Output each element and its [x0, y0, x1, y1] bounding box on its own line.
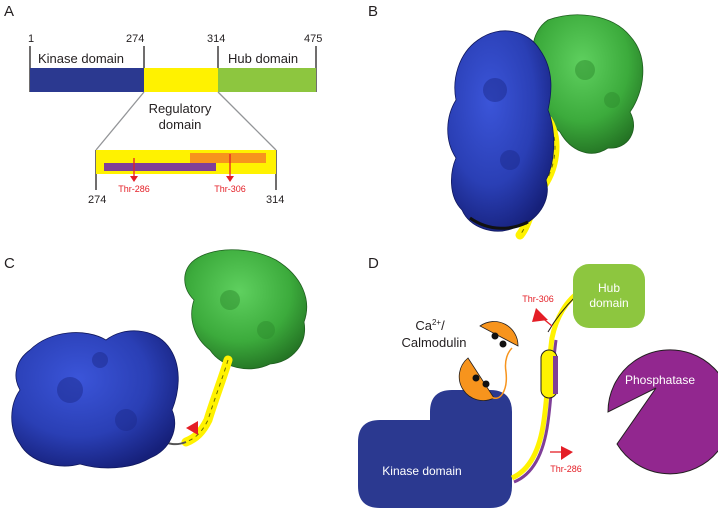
panel-d: D Kinase domain Hub domain Thr-306 Thr-2… [358, 255, 718, 508]
calmodulin-label: Ca2+/ [415, 318, 445, 333]
site-thr306-label: Thr-306 [214, 184, 246, 194]
zoom-start-label: 274 [88, 194, 106, 206]
hub-domain-label-d: Hub [598, 281, 620, 295]
panel-label-b: B [368, 3, 378, 20]
panel-b: B [368, 3, 644, 240]
panel-label-c: C [4, 255, 15, 272]
kinase-domain-bar [30, 68, 144, 92]
regulatory-domain-label: Regulatory [149, 101, 212, 116]
panel-label-a: A [4, 3, 14, 20]
hub-domain-bar [218, 68, 316, 92]
regulatory-domain-label-2: domain [159, 117, 202, 132]
position-314: 314 [207, 33, 225, 45]
hub-domain-label: Hub domain [228, 51, 298, 66]
site-thr286-label-d: Thr-286 [550, 464, 582, 474]
panel-label-d: D [368, 255, 379, 272]
site-thr286-label: Thr-286 [118, 184, 150, 194]
hub-domain-label-d-2: domain [589, 296, 628, 310]
panel-c: C [4, 249, 308, 469]
kinase-domain-label-d: Kinase domain [382, 464, 461, 478]
calmodulin-label-2: Calmodulin [401, 335, 466, 350]
phospho-triangle-icon [561, 446, 573, 460]
position-1: 1 [28, 33, 34, 45]
kinase-domain-label: Kinase domain [38, 51, 124, 66]
inhibitory-segment [104, 163, 216, 171]
calmodulin-icon [458, 321, 519, 401]
inhibitory-helix-segment [553, 356, 558, 394]
position-475: 475 [304, 33, 322, 45]
kinase-domain-surface [11, 330, 179, 469]
phospho-triangle-icon [186, 421, 198, 435]
calmodulin-binding-segment [190, 153, 266, 163]
regulatory-domain-bar [144, 68, 218, 92]
phosphatase-block [607, 349, 718, 475]
hub-domain-block [573, 264, 645, 328]
zoom-end-label: 314 [266, 194, 284, 206]
panel-a: A 1 274 314 475 Kinase domain Hub domain… [4, 3, 322, 206]
kinase-domain-surface [447, 30, 555, 232]
position-274: 274 [126, 33, 144, 45]
kinase-domain-block [358, 390, 512, 508]
phospho-triangle-icon [130, 176, 138, 182]
hub-domain-surface [184, 249, 308, 370]
site-thr306-label-d: Thr-306 [522, 294, 554, 304]
phosphatase-label: Phosphatase [625, 373, 695, 387]
phospho-triangle-icon [226, 176, 234, 182]
